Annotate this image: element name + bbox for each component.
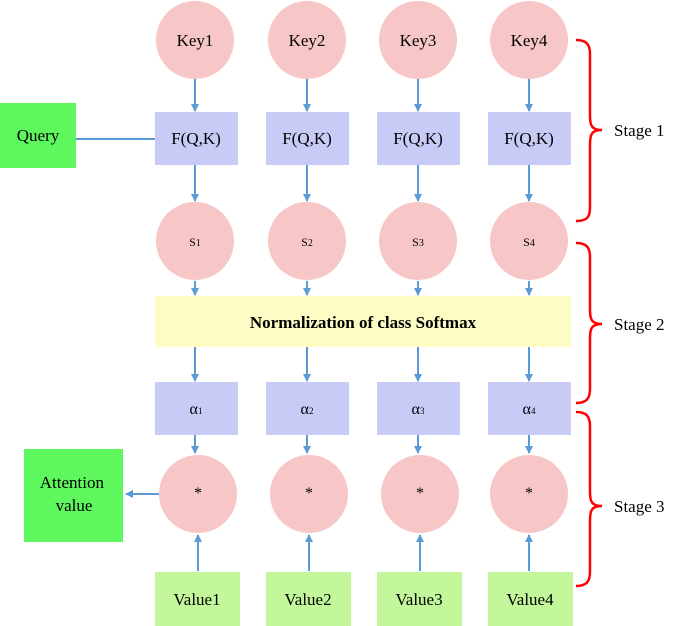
- product-3-label: *: [416, 485, 424, 502]
- value-box-2: Value2: [266, 572, 351, 626]
- key-1-label: Key1: [177, 31, 214, 50]
- stage-1-brace: [575, 38, 603, 223]
- alpha-box-4: α4: [488, 382, 571, 435]
- query-label: Query: [17, 126, 60, 145]
- score-2-label: S2: [301, 235, 313, 249]
- product-1-label: *: [194, 485, 202, 502]
- key-1: Key1: [156, 1, 234, 79]
- key-4: Key4: [490, 1, 568, 79]
- function-2-label: F(Q,K): [282, 129, 332, 148]
- product-1: *: [159, 455, 237, 533]
- function-1-label: F(Q,K): [171, 129, 221, 148]
- stage-3-brace: [575, 410, 603, 588]
- function-box-4: F(Q,K): [488, 112, 571, 165]
- key-2: Key2: [268, 1, 346, 79]
- score-3-label: S3: [412, 235, 424, 249]
- softmax-block: Normalization of class Softmax: [155, 296, 571, 347]
- product-3: *: [381, 455, 459, 533]
- key-4-label: Key4: [511, 31, 548, 50]
- product-2: *: [270, 455, 348, 533]
- score-1-label: S1: [189, 235, 201, 249]
- value-box-4: Value4: [488, 572, 573, 626]
- function-3-label: F(Q,K): [393, 129, 443, 148]
- alpha-3-label: α3: [412, 401, 425, 418]
- alpha-box-3: α3: [377, 382, 460, 435]
- value-1-label: Value1: [173, 590, 220, 609]
- score-1: S1: [156, 202, 234, 280]
- function-box-2: F(Q,K): [266, 112, 349, 165]
- alpha-box-1: α1: [155, 382, 238, 435]
- product-4: *: [490, 455, 568, 533]
- function-box-3: F(Q,K): [377, 112, 460, 165]
- score-2: S2: [268, 202, 346, 280]
- score-4-label: S4: [523, 235, 535, 249]
- alpha-box-2: α2: [266, 382, 349, 435]
- alpha-4-label: α4: [523, 401, 536, 418]
- function-4-label: F(Q,K): [504, 129, 554, 148]
- stage-2-brace: [575, 241, 603, 405]
- stage-3-label: Stage 3: [614, 497, 665, 516]
- attention-label: Attention value: [40, 473, 108, 515]
- query-node: Query: [0, 103, 76, 168]
- alpha-2-label: α2: [301, 401, 314, 418]
- key-3: Key3: [379, 1, 457, 79]
- score-4: S4: [490, 202, 568, 280]
- product-2-label: *: [305, 485, 313, 502]
- function-box-1: F(Q,K): [155, 112, 238, 165]
- value-box-3: Value3: [377, 572, 462, 626]
- attention-value-node: Attention value: [24, 449, 123, 542]
- stage-1-label: Stage 1: [614, 121, 665, 140]
- value-4-label: Value4: [506, 590, 554, 609]
- value-2-label: Value2: [284, 590, 331, 609]
- stage-2-label: Stage 2: [614, 315, 665, 334]
- key-3-label: Key3: [400, 31, 437, 50]
- product-4-label: *: [525, 485, 533, 502]
- softmax-label: Normalization of class Softmax: [250, 313, 477, 332]
- score-3: S3: [379, 202, 457, 280]
- alpha-1-label: α1: [190, 401, 203, 418]
- value-3-label: Value3: [395, 590, 442, 609]
- key-2-label: Key2: [289, 31, 326, 50]
- value-box-1: Value1: [155, 572, 240, 626]
